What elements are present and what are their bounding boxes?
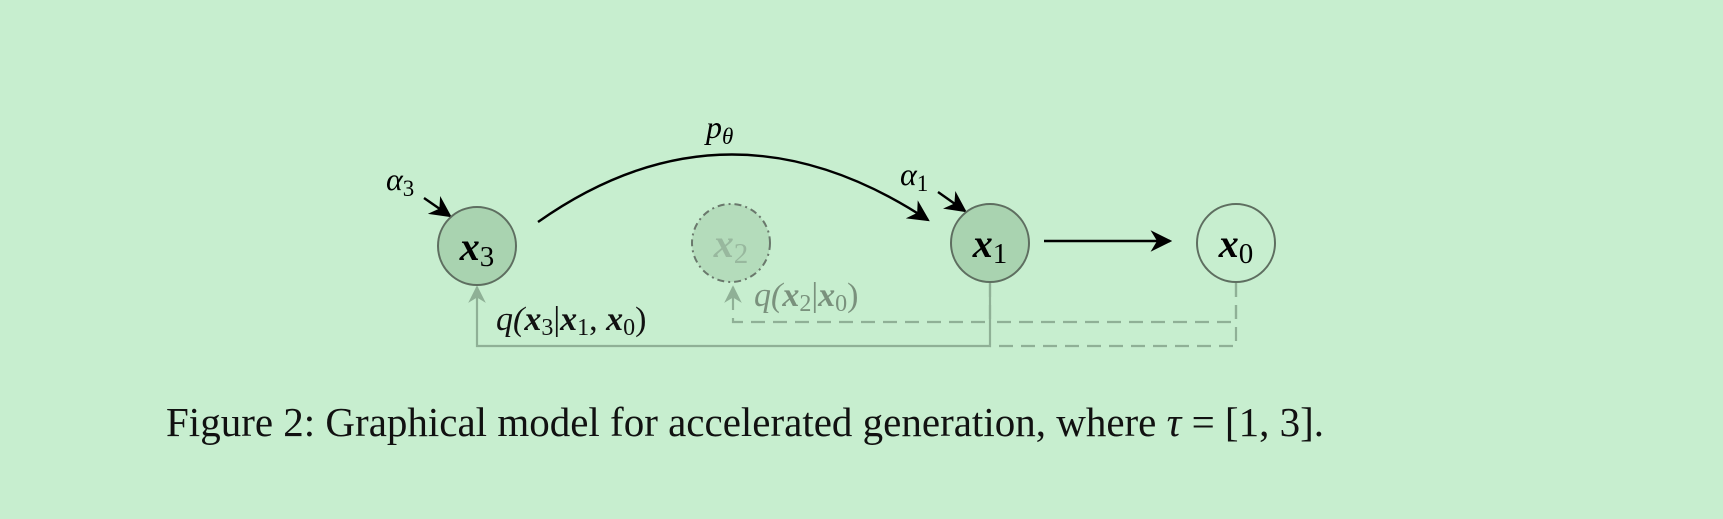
p-theta-arrow	[537, 153, 930, 223]
label-alpha1: α1	[900, 156, 928, 196]
q-x3-dashed-path	[990, 283, 1238, 348]
q-x2-dashed-path-b	[990, 283, 1238, 324]
label-alpha3: α3	[386, 161, 414, 201]
svg-text:x1: x1	[972, 221, 1008, 270]
caption-math-rest: = [1, 3].	[1181, 399, 1324, 445]
caption-text: Figure 2: Graphical model for accelerate…	[166, 399, 1167, 445]
q-paths	[468, 283, 1238, 348]
node-x3: x3	[437, 206, 517, 286]
figure-caption: Figure 2: Graphical model for accelerate…	[0, 398, 1723, 446]
alpha3-arrow	[423, 196, 452, 218]
q-x2-dashed-path-a	[724, 283, 992, 324]
label-p-theta: pθ	[704, 109, 733, 149]
svg-text:x2: x2	[713, 221, 749, 270]
svg-text:x3: x3	[459, 224, 495, 273]
node-x1: x1	[950, 203, 1030, 283]
label-q-x2: q(x2|x0)	[754, 277, 858, 317]
node-x0: x0	[1196, 203, 1276, 283]
node-x2: x2	[691, 203, 771, 283]
caption-math-var: τ	[1166, 399, 1182, 445]
label-q-x3: q(x3|x1, x0)	[496, 301, 646, 341]
svg-text:x0: x0	[1218, 221, 1254, 270]
alpha1-arrow	[937, 190, 967, 213]
